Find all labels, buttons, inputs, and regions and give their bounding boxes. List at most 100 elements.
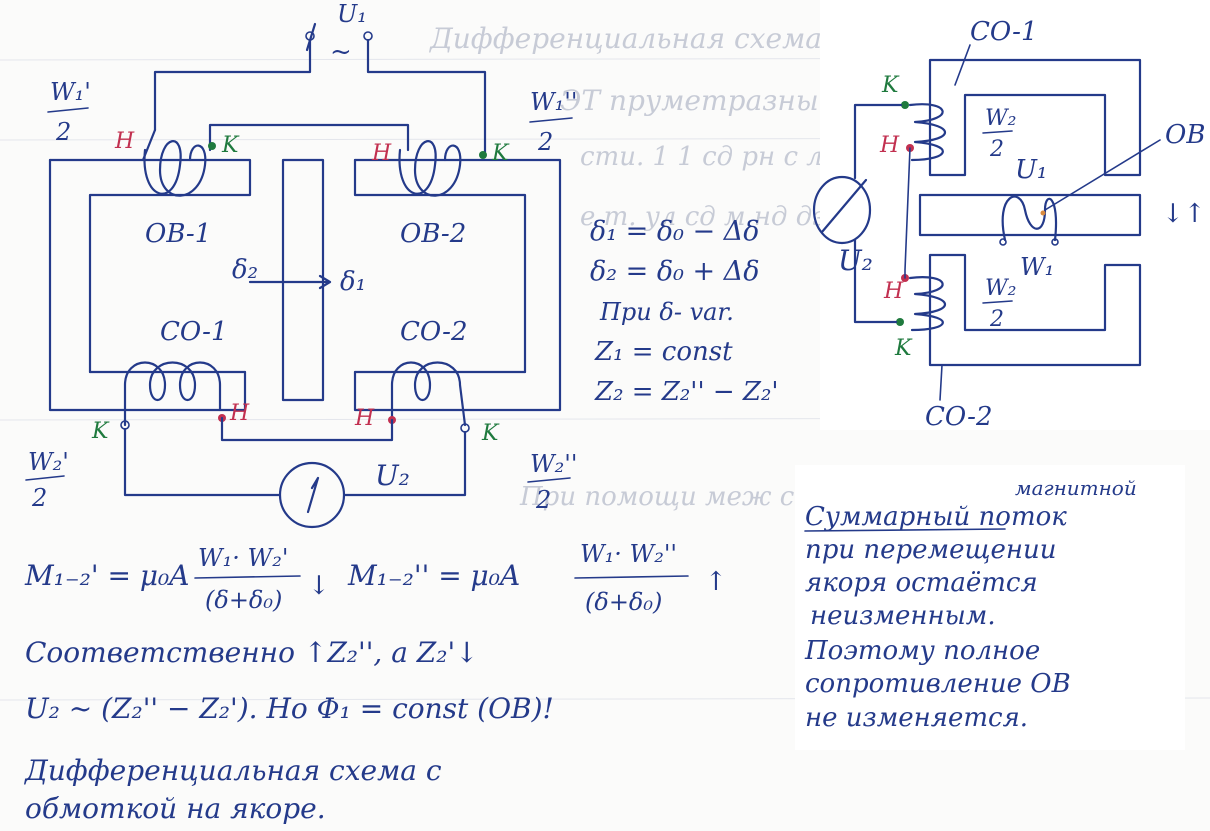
right-w2-top-bar bbox=[982, 130, 1013, 134]
ob-coupling-wire bbox=[208, 123, 410, 152]
right-ov-terminal-right bbox=[1051, 238, 1059, 246]
w1-left-den: 2 bbox=[55, 118, 71, 146]
supply-terminal-right bbox=[363, 31, 373, 41]
right-w2-bottom-bar bbox=[982, 300, 1013, 304]
co2-label: CO-2 bbox=[400, 317, 468, 347]
w1-right-bar bbox=[529, 117, 573, 123]
ob2-label: OB-2 bbox=[400, 219, 466, 249]
m1-num: W₁· W₂' bbox=[198, 544, 288, 572]
right-co2-coil bbox=[908, 276, 947, 332]
ob1-marker-start: H bbox=[114, 129, 135, 154]
note-underline bbox=[804, 528, 1006, 532]
co1-coil bbox=[123, 361, 222, 427]
note-line-3: якоря остаётся bbox=[805, 568, 1038, 598]
ob2-marker-start: H bbox=[371, 141, 392, 166]
right-co1-label: CO-1 bbox=[970, 17, 1038, 47]
right-co1-leader bbox=[954, 44, 971, 86]
co2-marker-end: K bbox=[481, 421, 500, 446]
right-ov-coil bbox=[1001, 195, 1058, 242]
bleed-through: Дифференциальная схема. Вместе ЭТ прумет… bbox=[0, 22, 1210, 701]
right-co2-marker-end: K bbox=[894, 336, 913, 361]
right-u2-label: U₂ bbox=[838, 244, 873, 277]
supply-lead-left bbox=[153, 38, 312, 132]
supply-symbol: ~ bbox=[330, 37, 352, 67]
ob1-marker-end: K bbox=[221, 133, 240, 158]
w2-right-bar bbox=[527, 477, 571, 483]
note-line-4: неизменным. bbox=[810, 601, 996, 631]
w2-left-bar bbox=[25, 475, 65, 481]
gap-right-label: δ₁ bbox=[340, 267, 366, 297]
w2-right-den: 2 bbox=[535, 486, 551, 514]
right-co1-terminal-end bbox=[901, 101, 909, 109]
eq-d2: δ₂ = δ₀ + Δδ bbox=[590, 256, 760, 287]
formula-line-3: U₂ ~ (Z₂'' − Z₂'). Но Φ₁ = const (OB)! bbox=[25, 692, 554, 725]
right-ov-center-dot bbox=[1040, 210, 1046, 216]
eq-z2: Z₂ = Z₂'' − Z₂' bbox=[594, 377, 779, 407]
formula-line-4: Дифференциальная схема с bbox=[23, 754, 442, 787]
eq-cond: При δ- var. bbox=[599, 298, 734, 326]
ob2-terminal-end bbox=[479, 151, 487, 159]
right-armature bbox=[918, 193, 1142, 237]
left-diagram: U₁ ~ W₁' 2 W₁'' 2 OB-1 H K bbox=[25, 0, 577, 529]
eq-d1: δ₁ = δ₀ − Δδ bbox=[590, 216, 760, 247]
meter-arrow-icon bbox=[306, 476, 320, 514]
core-right-outer bbox=[353, 158, 562, 412]
w1-left-num: W₁' bbox=[50, 78, 91, 106]
formula-line-2: Соответственно ↑Z₂'', а Z₂'↓ bbox=[25, 636, 479, 669]
note-line-6: сопротивление ОВ bbox=[805, 669, 1071, 699]
flux-note: магнитной Суммарный поток при перемещени… bbox=[804, 476, 1137, 733]
co2-coil bbox=[390, 361, 467, 427]
right-co2-terminal-end bbox=[896, 318, 904, 326]
co2-marker-start: H bbox=[354, 406, 375, 431]
gap-equations: δ₁ = δ₀ − Δδ δ₂ = δ₀ + Δδ При δ- var. Z₁… bbox=[590, 216, 779, 407]
output-meter bbox=[278, 461, 346, 529]
m2-bar bbox=[574, 575, 689, 579]
m1-arrow-icon: ↓ bbox=[308, 571, 330, 601]
core-left-outer bbox=[48, 158, 247, 412]
m2-lhs: M₁₋₂'' = μ₀A bbox=[347, 559, 520, 592]
right-co2-label: CO-2 bbox=[925, 402, 993, 432]
formula-line-5: обмоткой на якоре. bbox=[25, 792, 326, 825]
w2-left-den: 2 bbox=[31, 484, 47, 512]
right-panel-note bbox=[795, 465, 1185, 750]
core-left-top bbox=[48, 158, 252, 374]
armature bbox=[281, 158, 325, 402]
right-panel-top bbox=[820, 0, 1210, 430]
m2-den: (δ+δ₀) bbox=[585, 588, 662, 616]
right-w1-label: W₁ bbox=[1020, 253, 1054, 281]
ob2-coil bbox=[398, 140, 462, 197]
right-output-lead-bottom bbox=[853, 238, 898, 324]
m1-lhs: M₁₋₂' = μ₀A bbox=[24, 559, 190, 592]
right-output-lead-top bbox=[853, 103, 903, 180]
ob1-terminal-end bbox=[208, 142, 216, 150]
w1-right-num: W₁'' bbox=[530, 88, 577, 116]
eq-z1: Z₁ = const bbox=[594, 337, 733, 367]
right-co2-marker-start: H bbox=[883, 279, 904, 304]
right-w2-top-den: 2 bbox=[989, 137, 1004, 162]
note-line-5: Поэтому полное bbox=[804, 636, 1040, 666]
right-diagram: CO-1 OB W₂ 2 U₁ W₁ ↓↑ W₂ 2 K H H bbox=[812, 17, 1206, 432]
m2-num: W₁· W₂'' bbox=[580, 540, 677, 568]
supply-label: U₁ bbox=[337, 0, 367, 28]
ghost-line-3: сти. 1 1 сд рн с ло bbox=[580, 142, 838, 172]
supply-arrow bbox=[305, 22, 317, 52]
w1-left-bar bbox=[47, 107, 89, 113]
right-w2-bottom-num: W₂ bbox=[985, 276, 1016, 301]
co1-marker-start: H bbox=[229, 401, 250, 426]
output-lead-right bbox=[343, 430, 467, 497]
supply-lead-right bbox=[366, 38, 487, 154]
right-w2-top-num: W₂ bbox=[985, 106, 1016, 131]
gap-arrow bbox=[248, 274, 332, 290]
right-co1-marker-end: K bbox=[881, 73, 900, 98]
right-co1-coil bbox=[908, 103, 947, 162]
mutual-inductance-formulas: M₁₋₂' = μ₀A W₁· W₂' (δ+δ₀) ↓ M₁₋₂'' = μ₀… bbox=[23, 540, 727, 825]
note-over-word: магнитной bbox=[1015, 476, 1137, 500]
right-ov-label: OB bbox=[1165, 120, 1205, 150]
ob1-label: OB-1 bbox=[145, 219, 211, 249]
ob1-lead-h bbox=[141, 128, 157, 162]
co1-label: CO-1 bbox=[160, 317, 228, 347]
right-lower-core bbox=[928, 253, 1142, 367]
right-co2-leader bbox=[939, 364, 943, 401]
note-line-1: Суммарный поток bbox=[805, 502, 1067, 532]
